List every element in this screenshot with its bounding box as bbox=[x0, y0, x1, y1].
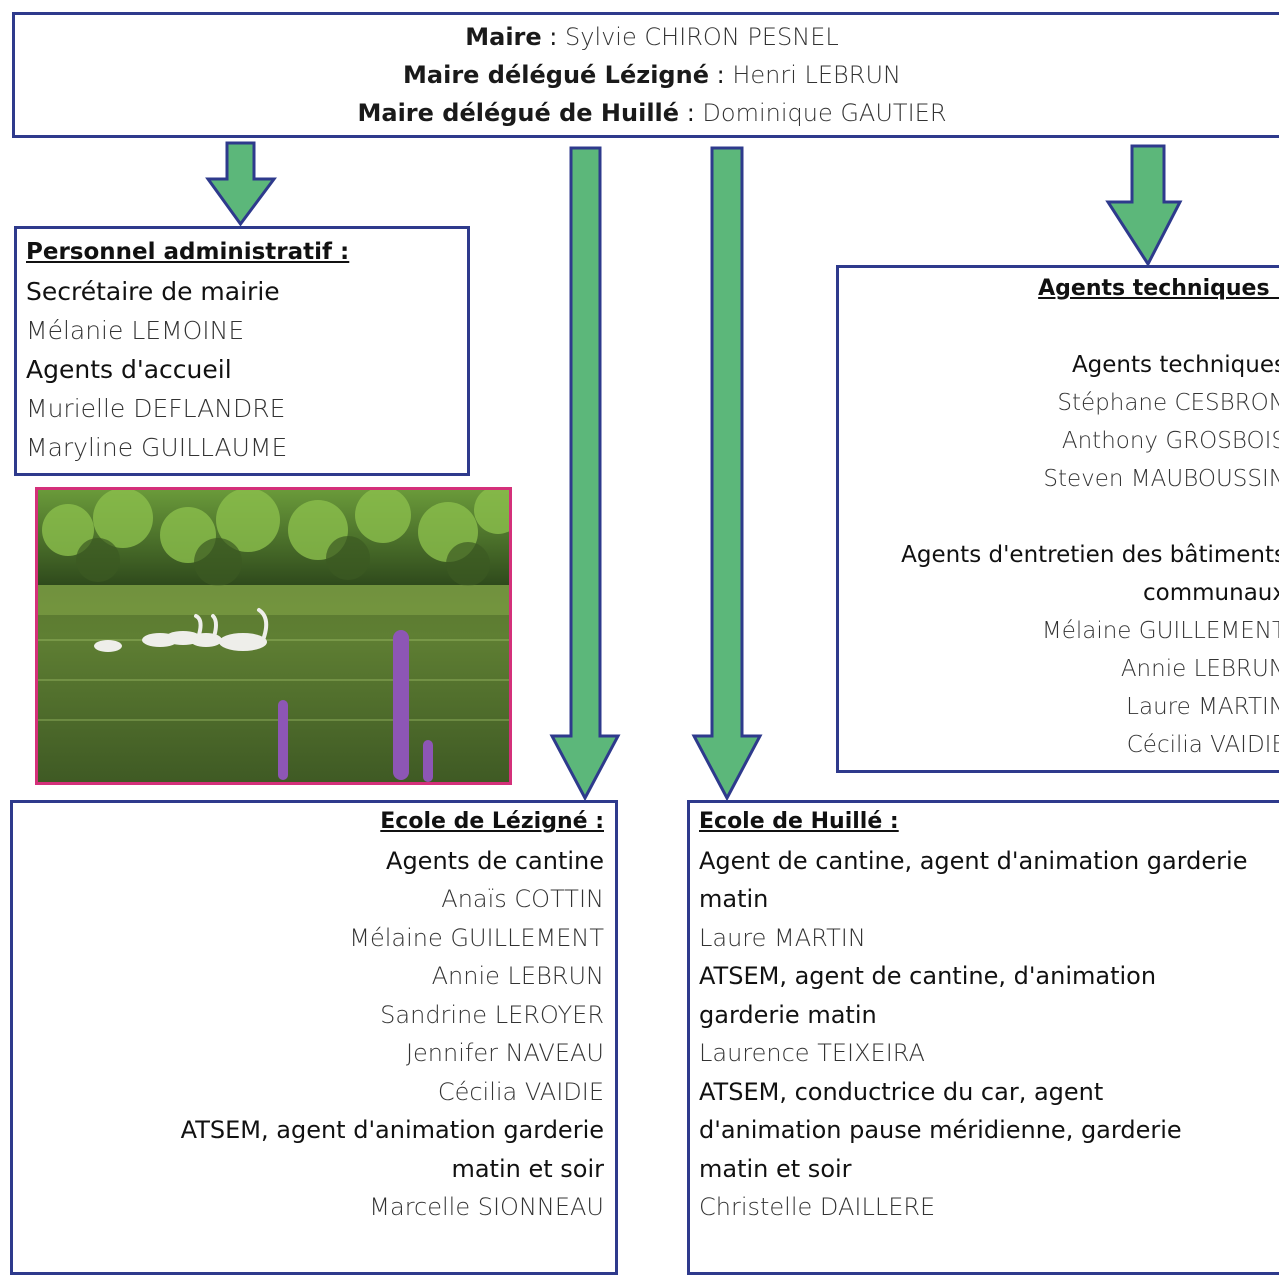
role-label: Agents d'accueil bbox=[26, 355, 232, 384]
staff-name: Mélaine GUILLEMENT bbox=[1041, 618, 1279, 644]
role-label: Agent de cantine, agent d'animation gard… bbox=[699, 846, 1248, 875]
role-label: Secrétaire de mairie bbox=[26, 277, 280, 306]
staff-name: Mélaine GUILLEMENT bbox=[349, 923, 604, 952]
swans-photo-image bbox=[38, 490, 509, 782]
staff-name: Anthony GROSBOIS bbox=[1061, 428, 1279, 454]
role-label: communaux bbox=[1143, 580, 1279, 606]
staff-name: Annie LEBRUN bbox=[431, 962, 604, 990]
tech-agents-heading: Agents techniques : bbox=[1038, 276, 1279, 301]
separator: : bbox=[541, 23, 565, 51]
tech-agents-box: Agents techniques : Agents techniques St… bbox=[836, 265, 1279, 773]
role-label: Agents d'entretien des bâtiments bbox=[901, 542, 1279, 568]
arrow-to-lezigne bbox=[549, 146, 621, 802]
role-label: Agents techniques bbox=[1071, 352, 1279, 378]
deputy-mayor-lezigne-name: Henri LEBRUN bbox=[732, 61, 901, 89]
role-label: matin et soir bbox=[451, 1154, 604, 1183]
mayor-line: Maire : Sylvie CHIRON PESNEL bbox=[15, 18, 1279, 56]
staff-name: Maryline GUILLAUME bbox=[26, 433, 288, 462]
arrow-to-tech bbox=[1105, 144, 1183, 267]
huille-school-heading: Ecole de Huillé : bbox=[699, 809, 899, 834]
deputy-mayor-lezigne-line: Maire délégué Lézigné : Henri LEBRUN bbox=[15, 56, 1279, 94]
staff-name: Sandrine LEROYER bbox=[380, 1000, 604, 1029]
spacer bbox=[839, 308, 1279, 346]
deputy-mayor-huille-label: Maire délégué de Huillé bbox=[357, 99, 680, 127]
mayor-label: Maire bbox=[465, 23, 542, 51]
staff-name: Mélanie LEMOINE bbox=[26, 316, 245, 345]
arrow-to-huille bbox=[691, 146, 763, 802]
staff-name: Annie LEBRUN bbox=[1120, 656, 1279, 682]
role-label: matin et soir bbox=[699, 1154, 852, 1183]
swans-photo bbox=[35, 487, 512, 785]
mayor-box: Maire : Sylvie CHIRON PESNEL Maire délég… bbox=[12, 12, 1279, 138]
staff-name: Laure MARTIN bbox=[699, 923, 866, 952]
role-label: ATSEM, agent d'animation garderie bbox=[180, 1116, 604, 1144]
staff-name: Marcelle SIONNEAU bbox=[369, 1193, 604, 1221]
lezigne-school-heading: Ecole de Lézigné : bbox=[380, 809, 604, 834]
staff-name: Anaïs COTTIN bbox=[441, 885, 604, 913]
deputy-mayor-huille-name: Dominique GAUTIER bbox=[702, 99, 947, 127]
huille-school-box: Ecole de Huillé : Agent de cantine, agen… bbox=[687, 800, 1279, 1275]
arrow-to-admin bbox=[205, 141, 277, 227]
staff-name: Cécilia VAIDIE bbox=[437, 1077, 604, 1106]
admin-staff-box: Personnel administratif : Secrétaire de … bbox=[14, 226, 470, 476]
mayor-name: Sylvie CHIRON PESNEL bbox=[565, 23, 839, 51]
admin-staff-heading: Personnel administratif : bbox=[26, 239, 350, 265]
separator: : bbox=[679, 99, 703, 127]
deputy-mayor-lezigne-label: Maire délégué Lézigné bbox=[403, 61, 709, 89]
staff-name: Murielle DEFLANDRE bbox=[26, 394, 286, 423]
role-label: garderie matin bbox=[699, 1000, 877, 1029]
role-label: Agents de cantine bbox=[386, 846, 604, 875]
spacer bbox=[839, 498, 1279, 536]
role-label: ATSEM, conductrice du car, agent bbox=[699, 1077, 1104, 1106]
staff-name: Stéphane CESBRON bbox=[1057, 390, 1279, 416]
role-label: d'animation pause méridienne, garderie bbox=[699, 1116, 1182, 1144]
staff-name: Jennifer NAVEAU bbox=[405, 1039, 604, 1067]
staff-name: Cécilia VAIDIE bbox=[1126, 732, 1279, 758]
lezigne-school-box: Ecole de Lézigné : Agents de cantine Ana… bbox=[10, 800, 618, 1275]
separator: : bbox=[708, 61, 733, 89]
staff-name: Christelle DAILLERE bbox=[699, 1193, 936, 1221]
role-label: ATSEM, agent de cantine, d'animation bbox=[699, 962, 1157, 990]
deputy-mayor-huille-line: Maire délégué de Huillé : Dominique GAUT… bbox=[15, 94, 1279, 132]
staff-name: Laurence TEIXEIRA bbox=[699, 1039, 925, 1067]
staff-name: Laure MARTIN bbox=[1126, 694, 1279, 720]
staff-name: Steven MAUBOUSSIN bbox=[1043, 466, 1279, 492]
role-label: matin bbox=[699, 885, 769, 913]
